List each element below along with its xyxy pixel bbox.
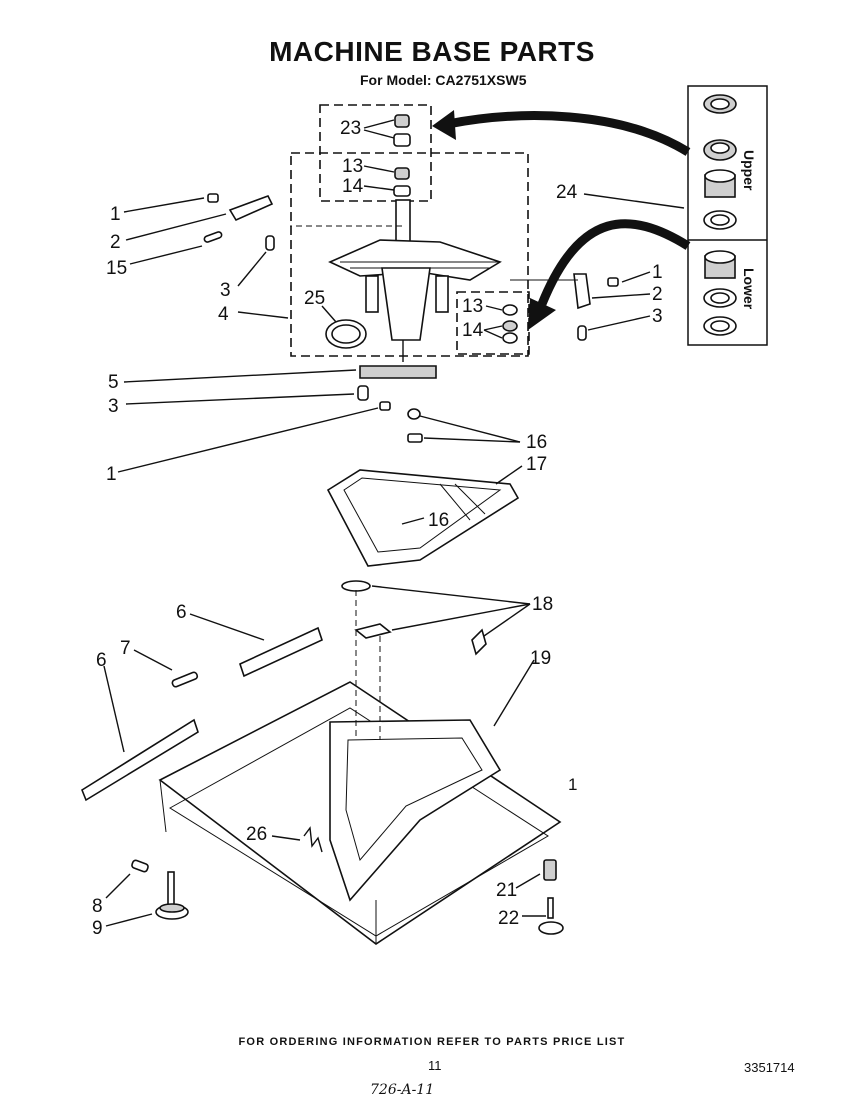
- callout-14b: 14: [462, 320, 484, 341]
- callout-26: 26: [246, 824, 267, 845]
- callout-21: 21: [496, 880, 517, 901]
- left-bracket-assembly: [203, 193, 275, 251]
- upper-bearing-parts: [393, 114, 411, 197]
- callout-23: 23: [340, 118, 361, 139]
- right-bracket-assembly: [573, 273, 619, 341]
- lower-bracket-5: [357, 365, 437, 411]
- callout-13b: 13: [462, 296, 483, 317]
- callout-8: 8: [92, 896, 103, 917]
- transmission-drive-block: [328, 199, 502, 362]
- page-number: 11: [428, 1058, 442, 1073]
- callout-17: 17: [526, 454, 547, 475]
- callout-2b: 2: [652, 284, 663, 305]
- lower-curved-arrow: [537, 219, 691, 306]
- callout-3c: 3: [108, 396, 119, 417]
- leveling-leg-right: [538, 859, 564, 935]
- callout-2: 2: [110, 232, 121, 253]
- callout-6b: 6: [96, 650, 107, 671]
- bearing-lower-label: Lower: [741, 268, 757, 310]
- callout-labels: 1 2 15 3 4 25 23 13 14 24 1 2 13 14 3 5 …: [92, 118, 663, 939]
- handwritten-note: 726-A-11: [370, 1082, 435, 1098]
- callout-1: 1: [110, 204, 121, 225]
- callout-4: 4: [218, 304, 229, 325]
- lower-bearing-parts: [502, 304, 518, 344]
- callout-6: 6: [176, 602, 187, 623]
- callout-18: 18: [532, 594, 553, 615]
- callout-5: 5: [108, 372, 119, 393]
- callout-7: 7: [120, 638, 131, 659]
- callout-14: 14: [342, 176, 364, 197]
- lower-bearing-stack: [703, 250, 737, 336]
- cabinet-base-19: [158, 681, 562, 945]
- clip-26: [303, 826, 323, 853]
- rails-6-and-pin-7: [81, 626, 323, 802]
- callout-25: 25: [304, 288, 325, 309]
- callout-15: 15: [106, 258, 127, 279]
- callout-19: 19: [530, 648, 551, 669]
- upper-curved-arrow: [447, 111, 691, 156]
- pads-18: [341, 580, 487, 656]
- callout-24: 24: [556, 182, 578, 203]
- seal-ring-25: [325, 319, 367, 349]
- leveling-leg-left: [131, 859, 189, 920]
- page-title: MACHINE BASE PARTS: [269, 36, 595, 67]
- bearing-upper-label: Upper: [741, 150, 757, 191]
- callout-9: 9: [92, 918, 103, 939]
- callout-1d: 1: [568, 775, 577, 794]
- document-number: 3351714: [744, 1060, 795, 1075]
- ordering-note: FOR ORDERING INFORMATION REFER TO PARTS …: [238, 1036, 626, 1048]
- bearing-inset-box: [687, 85, 768, 346]
- callout-3b: 3: [652, 306, 663, 327]
- assembly-box-main: [290, 152, 529, 357]
- callout-16b: 16: [428, 510, 449, 531]
- callout-1b: 1: [652, 262, 663, 283]
- callout-16: 16: [526, 432, 547, 453]
- leader-lines: [103, 119, 685, 927]
- callout-22: 22: [498, 908, 519, 929]
- callout-3: 3: [220, 280, 231, 301]
- model-subtitle: For Model: CA2751XSW5: [360, 72, 527, 88]
- callout-13: 13: [342, 156, 363, 177]
- upper-bearing-stack: [703, 94, 737, 230]
- assembly-box-upper: [319, 104, 432, 202]
- callout-1c: 1: [106, 464, 117, 485]
